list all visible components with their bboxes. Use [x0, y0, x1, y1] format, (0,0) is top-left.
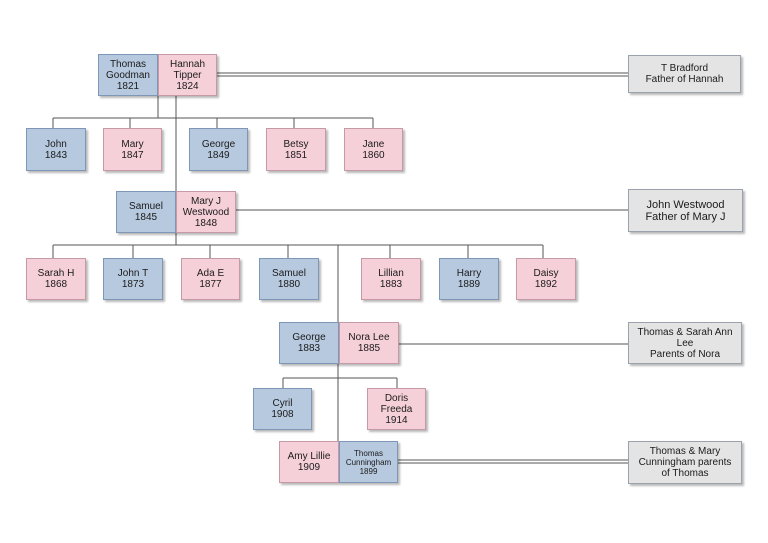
- person-name: Harry: [456, 268, 482, 279]
- person-name: John: [45, 138, 67, 150]
- person-first-name: Hannah: [169, 58, 206, 70]
- person-thomas-goodman[interactable]: Thomas Goodman 1821: [98, 54, 158, 96]
- person-george-1849[interactable]: George 1849: [189, 128, 248, 171]
- person-sarah-h[interactable]: Sarah H 1868: [26, 258, 86, 300]
- person-surname: Westwood: [182, 206, 230, 218]
- person-year: 1914: [385, 414, 408, 426]
- person-first-name: Mary J: [191, 195, 221, 207]
- person-year: 1821: [116, 80, 140, 92]
- person-year: 1843: [44, 149, 68, 161]
- note-westwood[interactable]: John Westwood Father of Mary J: [628, 189, 743, 232]
- person-name: Cyril: [272, 398, 293, 409]
- person-name: Sarah H: [37, 268, 75, 279]
- person-year: 1847: [121, 149, 144, 161]
- person-year: 1885: [357, 343, 381, 354]
- person-nora-lee[interactable]: Nora Lee 1885: [339, 322, 399, 364]
- person-mary-j-westwood[interactable]: Mary J Westwood 1848: [176, 191, 236, 233]
- person-year: 1883: [297, 343, 321, 354]
- person-jane[interactable]: Jane 1860: [344, 128, 403, 171]
- note-line: Cunningham parents: [638, 457, 732, 468]
- person-name: Jane: [362, 138, 385, 150]
- person-year: 1899: [359, 466, 378, 476]
- person-name: Nora Lee: [348, 332, 390, 343]
- person-year: 1845: [134, 212, 158, 223]
- person-year: 1909: [297, 462, 321, 473]
- note-line: Father of Hannah: [645, 74, 724, 85]
- person-surname: Freeda: [380, 403, 413, 415]
- note-lee[interactable]: Thomas & Sarah Ann Lee Parents of Nora: [628, 322, 742, 364]
- person-name: Ada E: [196, 268, 225, 279]
- person-name: Betsy: [283, 138, 309, 150]
- person-year: 1849: [207, 149, 230, 161]
- person-samuel-1845[interactable]: Samuel 1845: [116, 191, 176, 233]
- person-year: 1908: [271, 409, 294, 420]
- person-year: 1848: [194, 217, 218, 229]
- person-name: Amy Lillie: [287, 451, 331, 462]
- person-surname: Cunningham: [345, 457, 392, 467]
- person-name: George: [292, 332, 326, 343]
- person-surname: Tipper: [173, 69, 202, 81]
- person-mary[interactable]: Mary 1847: [103, 128, 162, 171]
- person-year: 1851: [284, 149, 308, 161]
- person-year: 1824: [176, 80, 199, 92]
- person-year: 1880: [277, 279, 301, 290]
- note-line: Lee: [676, 337, 694, 349]
- person-daisy[interactable]: Daisy 1892: [516, 258, 576, 300]
- person-ada-e[interactable]: Ada E 1877: [181, 258, 240, 300]
- person-name: Daisy: [533, 268, 559, 279]
- person-year: 1873: [121, 279, 145, 290]
- person-john-t[interactable]: John T 1873: [103, 258, 163, 300]
- person-harry[interactable]: Harry 1889: [439, 258, 499, 300]
- person-name: Samuel: [272, 268, 306, 279]
- note-line: T Bradford: [660, 63, 709, 74]
- person-year: 1889: [457, 279, 481, 290]
- note-cunningham[interactable]: Thomas & Mary Cunningham parents of Thom…: [628, 441, 742, 484]
- note-line: Thomas & Mary: [649, 446, 721, 457]
- person-year: 1883: [379, 279, 403, 290]
- person-name: John T: [117, 268, 149, 279]
- person-hannah-tipper[interactable]: Hannah Tipper 1824: [158, 54, 217, 96]
- person-george-1883[interactable]: George 1883: [279, 322, 339, 364]
- person-doris-freeda[interactable]: Doris Freeda 1914: [367, 388, 426, 430]
- note-line: John Westwood: [646, 198, 725, 211]
- person-name: Mary: [121, 138, 144, 150]
- person-lillian[interactable]: Lillian 1883: [361, 258, 421, 300]
- note-line: of Thomas: [661, 468, 709, 479]
- person-year: 1860: [362, 149, 385, 161]
- person-john[interactable]: John 1843: [26, 128, 86, 171]
- person-year: 1892: [534, 279, 558, 290]
- person-thomas-cunningham[interactable]: Thomas Cunningham 1899: [339, 441, 398, 483]
- note-line: Parents of Nora: [649, 348, 721, 360]
- note-bradford[interactable]: T Bradford Father of Hannah: [628, 55, 741, 93]
- note-line: Father of Mary J: [645, 210, 726, 223]
- person-year: 1868: [44, 279, 68, 290]
- person-name: Samuel: [129, 201, 163, 212]
- person-first-name: Thomas: [354, 448, 383, 458]
- person-name: Lillian: [378, 268, 404, 279]
- person-betsy[interactable]: Betsy 1851: [266, 128, 326, 171]
- person-amy-lillie[interactable]: Amy Lillie 1909: [279, 441, 339, 483]
- person-surname: Goodman: [106, 69, 150, 81]
- person-cyril[interactable]: Cyril 1908: [253, 388, 312, 430]
- note-line: Thomas & Sarah Ann: [637, 326, 733, 338]
- person-samuel-1880[interactable]: Samuel 1880: [259, 258, 319, 300]
- person-name: George: [201, 138, 236, 150]
- person-year: 1877: [199, 279, 222, 290]
- person-first-name: Doris: [384, 392, 409, 404]
- person-first-name: Thomas: [109, 58, 147, 70]
